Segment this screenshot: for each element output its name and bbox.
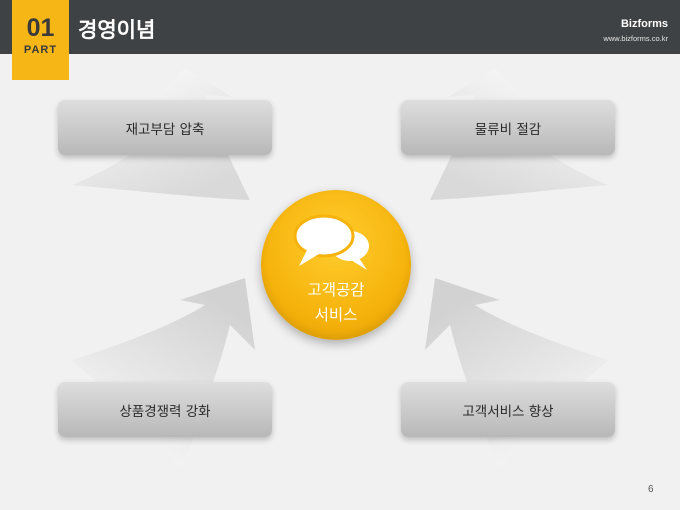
brand-url: www.bizforms.co.kr: [603, 34, 668, 43]
box-label-top-left: 재고부담 압축: [125, 121, 205, 138]
arrow-bottom-left: [72, 278, 255, 470]
box-label-top-right: 물류비 절감: [474, 121, 542, 138]
box-label-bottom-left: 상품경쟁력 강화: [119, 403, 211, 420]
speech-bubbles-icon: [293, 214, 369, 270]
arrow-bottom-right: [425, 278, 608, 470]
center-text-line2: 서비스: [314, 306, 358, 324]
header-bar: [0, 0, 680, 54]
part-tab: 01 PART: [12, 0, 69, 80]
brand-name: Bizforms: [620, 18, 668, 30]
page-number: 6: [648, 484, 654, 495]
center-text-line1: 고객공감: [307, 281, 365, 299]
part-number: 01: [26, 14, 55, 42]
box-label-bottom-right: 고객서비스 향상: [462, 403, 554, 420]
box-top-right: 물류비 절감: [401, 100, 615, 155]
page-title: 경영이념: [78, 18, 156, 42]
box-bottom-left: 상품경쟁력 강화: [58, 382, 272, 437]
box-top-left: 재고부담 압축: [58, 100, 272, 155]
part-label: PART: [23, 44, 58, 56]
box-bottom-right: 고객서비스 향상: [401, 382, 615, 437]
center-circle: 고객공감 서비스: [261, 190, 411, 340]
